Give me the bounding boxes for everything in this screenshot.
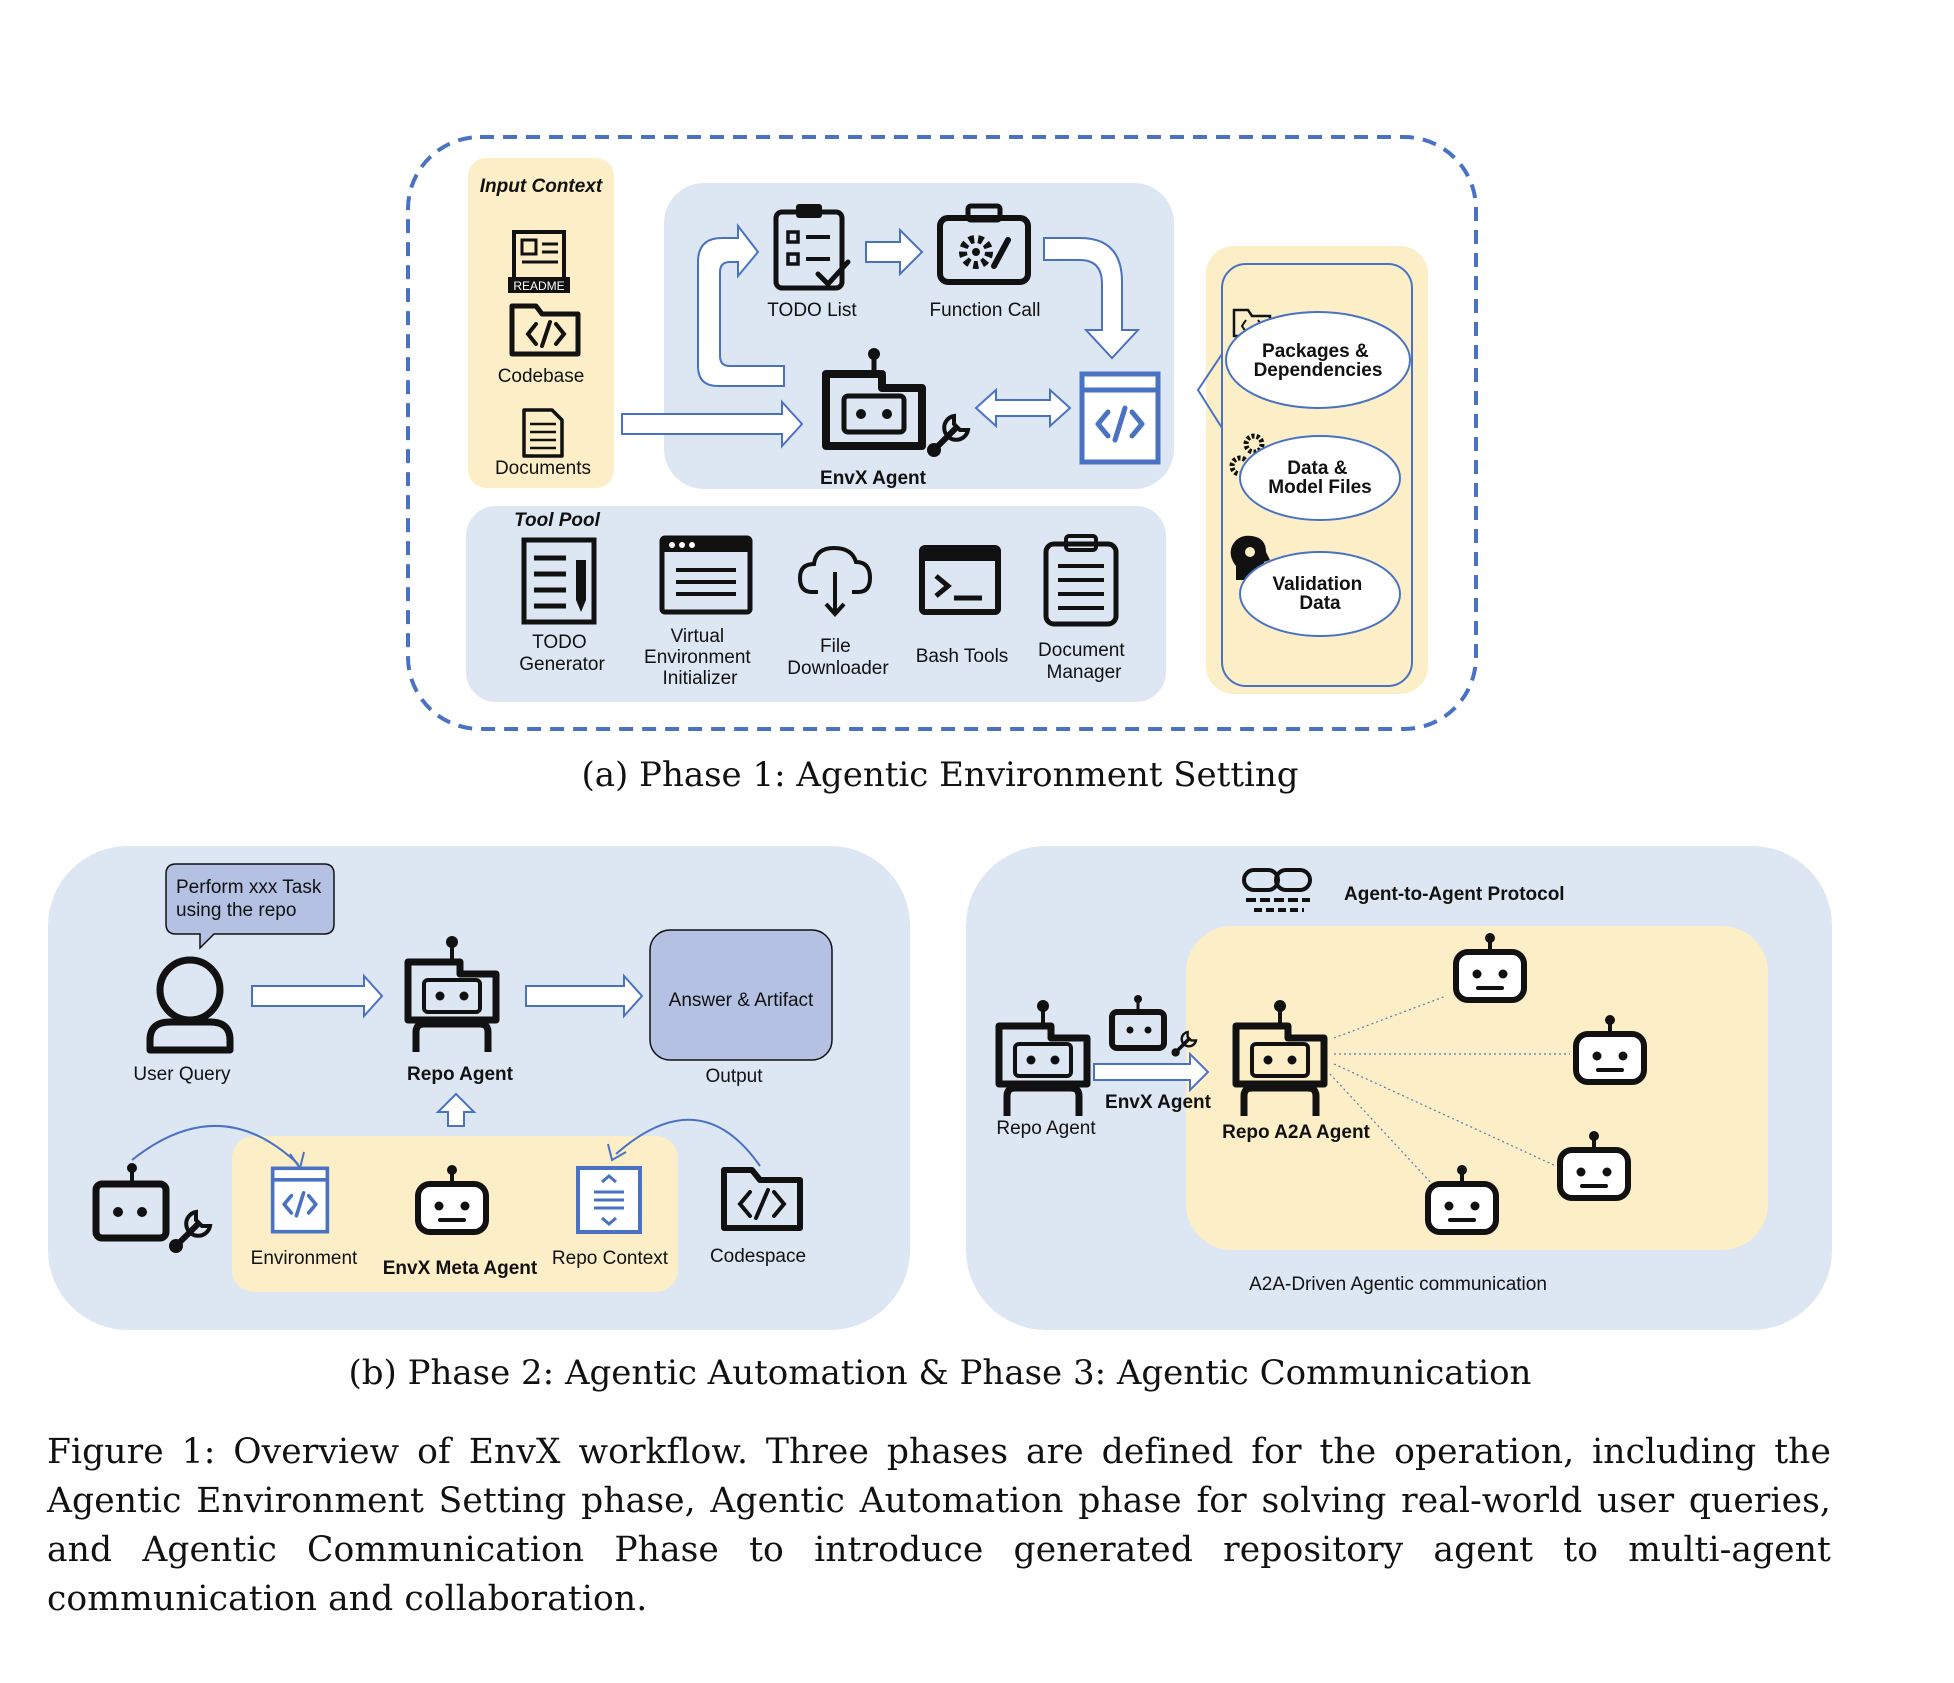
envx-robot-icon [92, 1163, 170, 1242]
output-validation-label: Validation Data [1272, 574, 1367, 614]
input-context-panel: Input Context README Codebase [468, 158, 614, 488]
agent-code-double-arrow [974, 387, 1072, 429]
envx-agent-label: EnvX Agent [820, 468, 927, 489]
environment-icon [270, 1166, 330, 1234]
tool-pool-panel: Tool Pool TODO Generator [466, 506, 1166, 702]
meta-to-agent-arrow [435, 1092, 477, 1127]
phase3-diagram: Agent-to-Agent Protocol Repo Agent EnvX … [966, 846, 1832, 1330]
outputs-panel: Packages & Dependencies Data & Model Fil… [1196, 246, 1428, 694]
output-packages-label: Packages & Dependencies [1254, 341, 1383, 381]
tool-pool-title: Tool Pool [514, 510, 601, 531]
tool-label-document-manager: Document Manager [1038, 640, 1130, 683]
codespace-folder-icon [721, 1167, 803, 1231]
phase23-caption: (b) Phase 2: Agentic Automation & Phase … [349, 1353, 1532, 1393]
a2a-footer-label: A2A-Driven Agentic communication [1249, 1274, 1547, 1295]
robot-to-env-curve [131, 1125, 299, 1165]
loop-arrow [697, 223, 785, 387]
environment-label: Environment [251, 1248, 358, 1269]
envx-meta-agent-label: EnvX Meta Agent [383, 1258, 538, 1279]
protocol-icon [1242, 868, 1312, 912]
answer-artifact-label: Answer & Artifact [669, 990, 814, 1011]
cloud-download-icon [797, 545, 873, 617]
user-to-agent-arrow [251, 973, 384, 1019]
tool-label-bash-tools: Bash Tools [916, 646, 1009, 667]
browser-window-icon [659, 535, 753, 615]
phase1-diagram: Input Context README Codebase [406, 135, 1478, 795]
todo-generator-icon [521, 537, 597, 625]
tool-label-file-downloader: File Downloader [787, 636, 889, 679]
output-label: Output [705, 1066, 763, 1087]
speech-bubble: Perform xxx Task using the repo [165, 863, 335, 950]
readme-icon: README [508, 230, 570, 293]
clipboard-icon [1043, 534, 1119, 627]
user-query-label: User Query [133, 1064, 231, 1085]
repo-a2a-agent-label: Repo A2A Agent [1222, 1122, 1370, 1143]
answer-artifact-box [649, 929, 833, 1061]
phase2-diagram: Perform xxx Task using the repo User Que… [48, 846, 910, 1330]
protocol-title: Agent-to-Agent Protocol [1344, 884, 1565, 905]
input-arrow [621, 399, 804, 449]
code-window-icon [1082, 374, 1158, 462]
svg-text:Perform xxx Task using: Perform xxx Task using the repo [176, 877, 327, 921]
user-icon [146, 956, 234, 1054]
repo-context-icon [576, 1166, 642, 1234]
readme-icon-text: README [513, 279, 564, 293]
todo-list-icon [773, 204, 851, 291]
phase1-caption: (a) Phase 1: Agentic Environment Setting [581, 755, 1298, 795]
input-context-title: Input Context [480, 176, 603, 197]
a2a-connections [1329, 995, 1570, 1187]
codebase-label: Codebase [498, 366, 585, 387]
codebase-folder-icon [509, 303, 581, 357]
codespace-label: Codespace [710, 1246, 806, 1267]
figure-caption: Figure 1: Overview of EnvX workflow. Thr… [47, 1432, 1831, 1619]
tool-label-virtual-environment: Virtual Environment Initializer [644, 626, 756, 689]
phase3-envx-agent-label: EnvX Agent [1105, 1092, 1212, 1113]
phase3-repo-agent-label: Repo Agent [996, 1118, 1096, 1139]
todo-to-function-arrow [865, 227, 924, 277]
codespace-to-context-curve [615, 1118, 761, 1167]
todo-list-label: TODO List [767, 300, 857, 321]
repo-agent-label: Repo Agent [407, 1064, 514, 1085]
tool-label-todo-generator: TODO Generator [519, 632, 605, 675]
repo-to-a2a-arrow [1093, 1051, 1210, 1093]
function-call-toolbox-icon [937, 203, 1031, 285]
phase1-dashed-border [406, 135, 1478, 731]
documents-label: Documents [495, 458, 591, 479]
output-data-model-label: Data & Model Files [1268, 458, 1371, 498]
function-call-label: Function Call [930, 300, 1041, 321]
agent-to-output-arrow [525, 973, 644, 1019]
phase3-envx-agent-robot-icon [1109, 995, 1167, 1051]
terminal-icon [919, 545, 1001, 615]
function-to-code-arrow [1043, 237, 1141, 360]
documents-icon [522, 408, 564, 458]
repo-context-label: Repo Context [552, 1248, 669, 1269]
